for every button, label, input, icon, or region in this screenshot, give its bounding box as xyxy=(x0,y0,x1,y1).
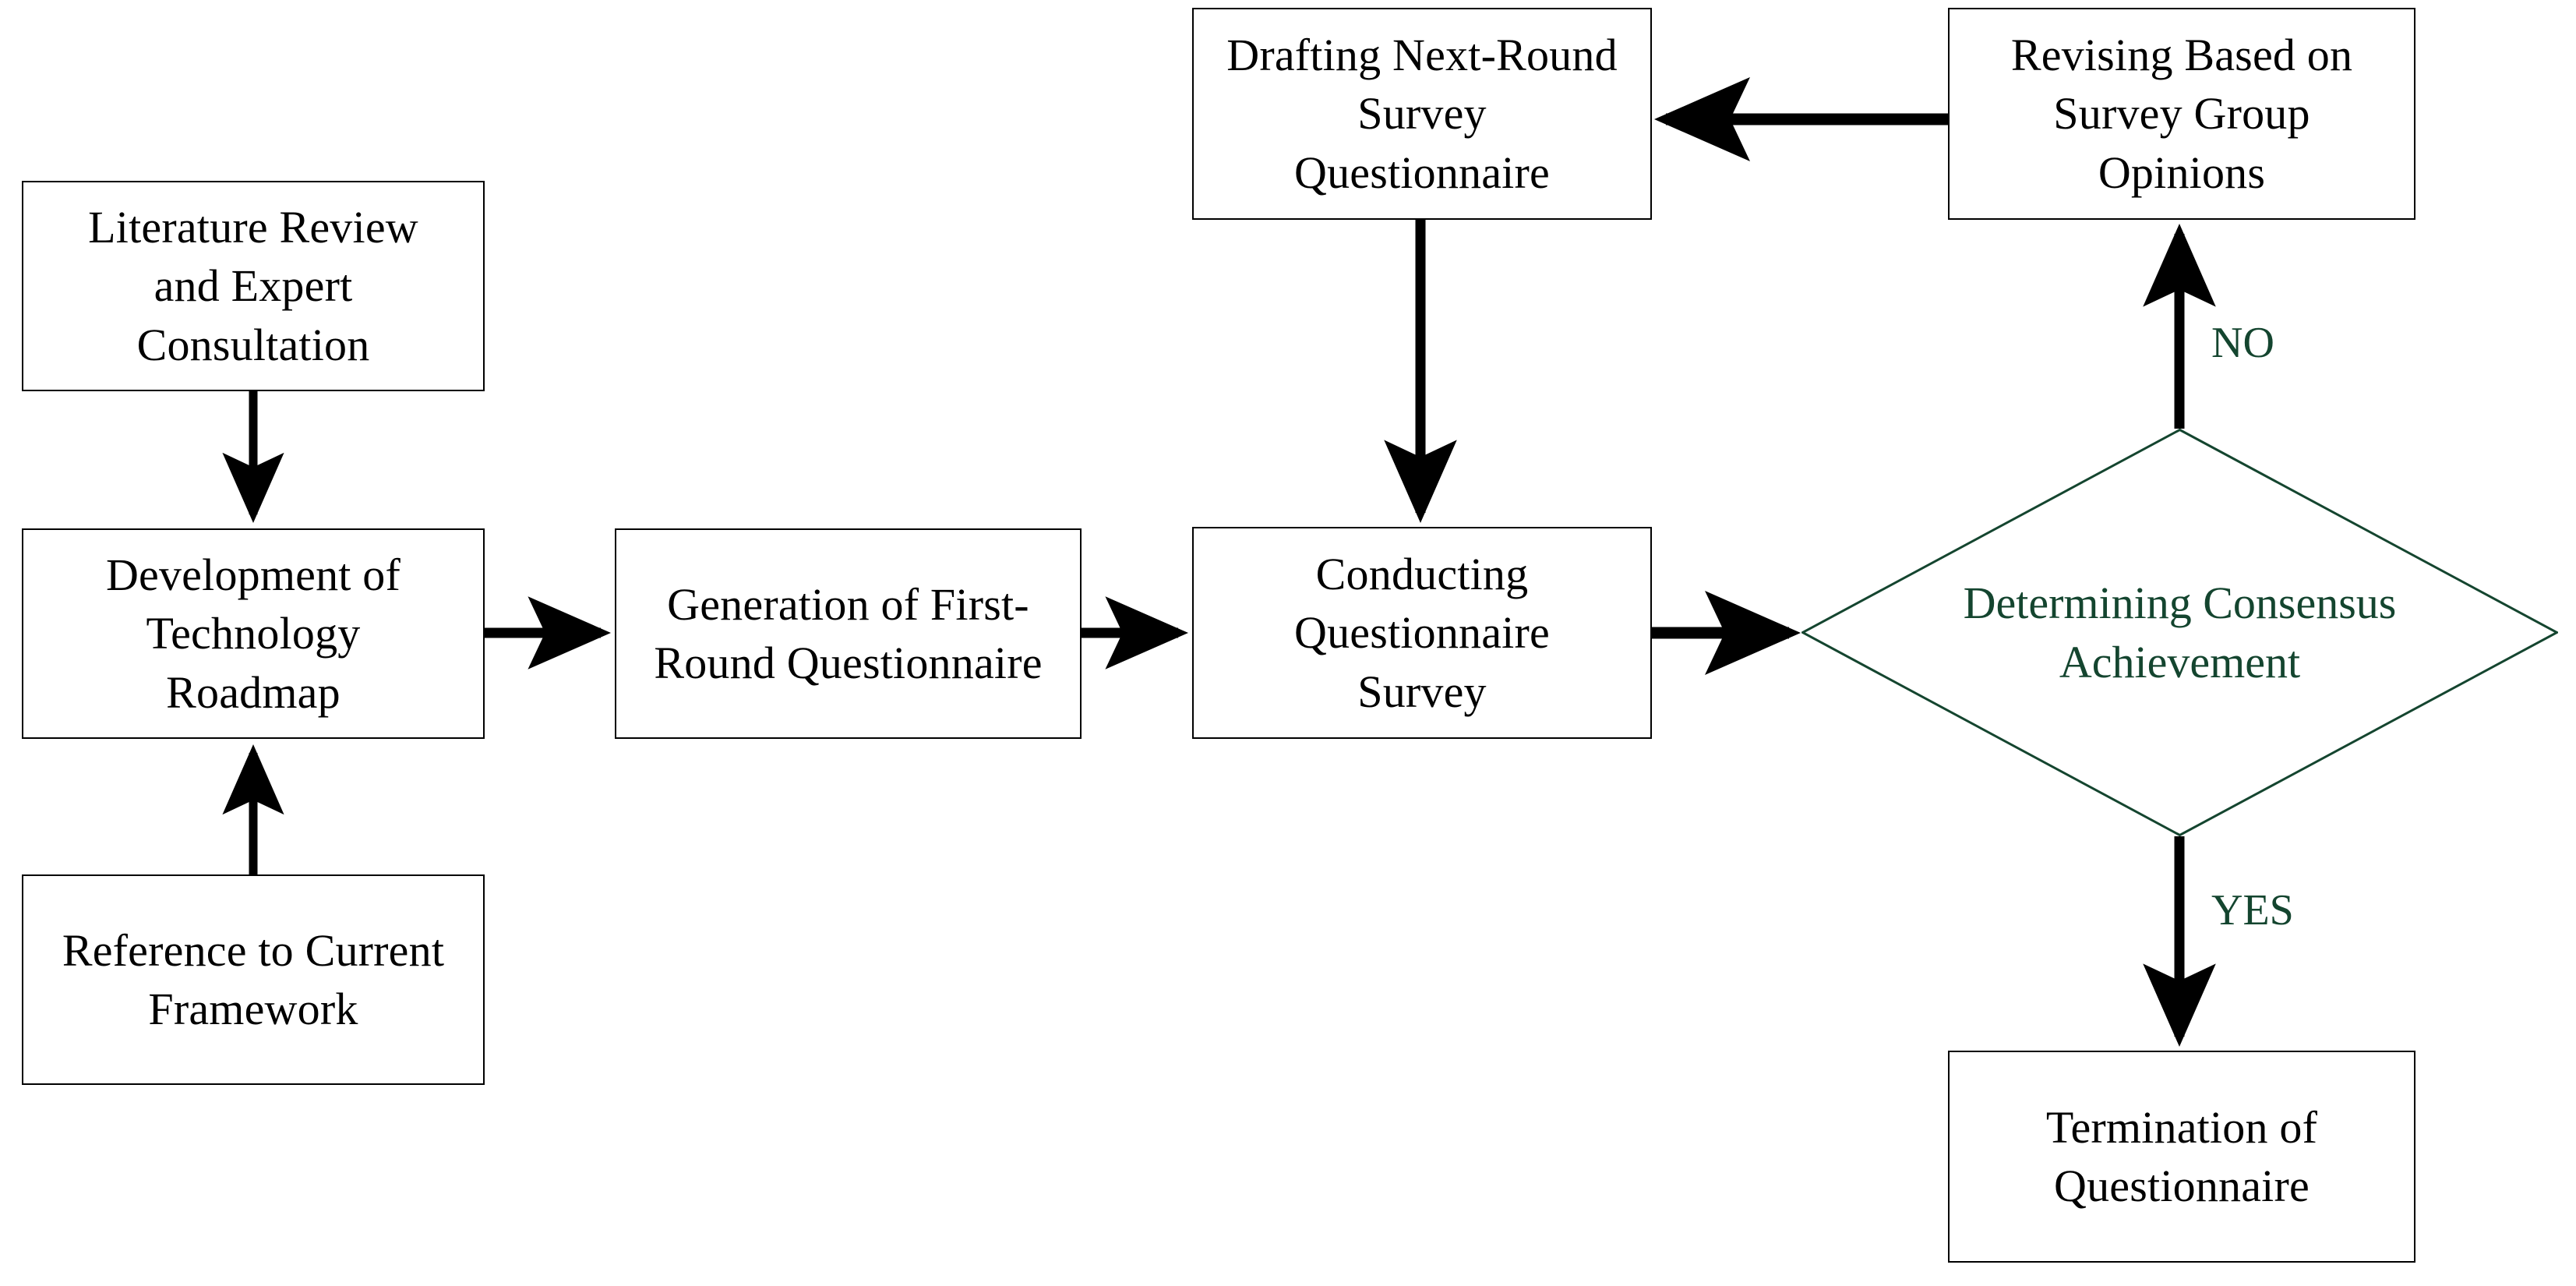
node-literature-review-label: Literature Review and Expert Consultatio… xyxy=(88,201,418,370)
node-drafting-next-round[interactable]: Drafting Next-Round Survey Questionnaire xyxy=(1192,8,1652,220)
node-drafting-next-round-label: Drafting Next-Round Survey Questionnaire xyxy=(1226,29,1618,198)
node-reference-framework-label: Reference to Current Framework xyxy=(62,924,445,1034)
node-generation-first-round-label: Generation of First- Round Questionnaire xyxy=(654,578,1043,688)
node-termination-label: Termination of Questionnaire xyxy=(2045,1101,2318,1211)
decision-diamond-shape xyxy=(1801,429,2558,836)
node-development-roadmap-label: Development of Technology Roadmap xyxy=(105,549,401,718)
node-conducting-survey[interactable]: Conducting Questionnaire Survey xyxy=(1192,527,1652,739)
node-revising-opinions[interactable]: Revising Based on Survey Group Opinions xyxy=(1948,8,2415,220)
node-revising-opinions-label: Revising Based on Survey Group Opinions xyxy=(2010,29,2353,198)
node-determining-consensus[interactable]: Determining Consensus Achievement xyxy=(1801,429,2558,836)
node-reference-framework[interactable]: Reference to Current Framework xyxy=(22,874,485,1085)
node-generation-first-round[interactable]: Generation of First- Round Questionnaire xyxy=(615,528,1082,739)
node-development-roadmap[interactable]: Development of Technology Roadmap xyxy=(22,528,485,739)
node-conducting-survey-label: Conducting Questionnaire Survey xyxy=(1294,548,1550,717)
node-literature-review[interactable]: Literature Review and Expert Consultatio… xyxy=(22,181,485,391)
edge-label-yes: YES xyxy=(2211,886,2294,934)
node-termination[interactable]: Termination of Questionnaire xyxy=(1948,1051,2415,1263)
edge-label-no: NO xyxy=(2211,319,2274,367)
